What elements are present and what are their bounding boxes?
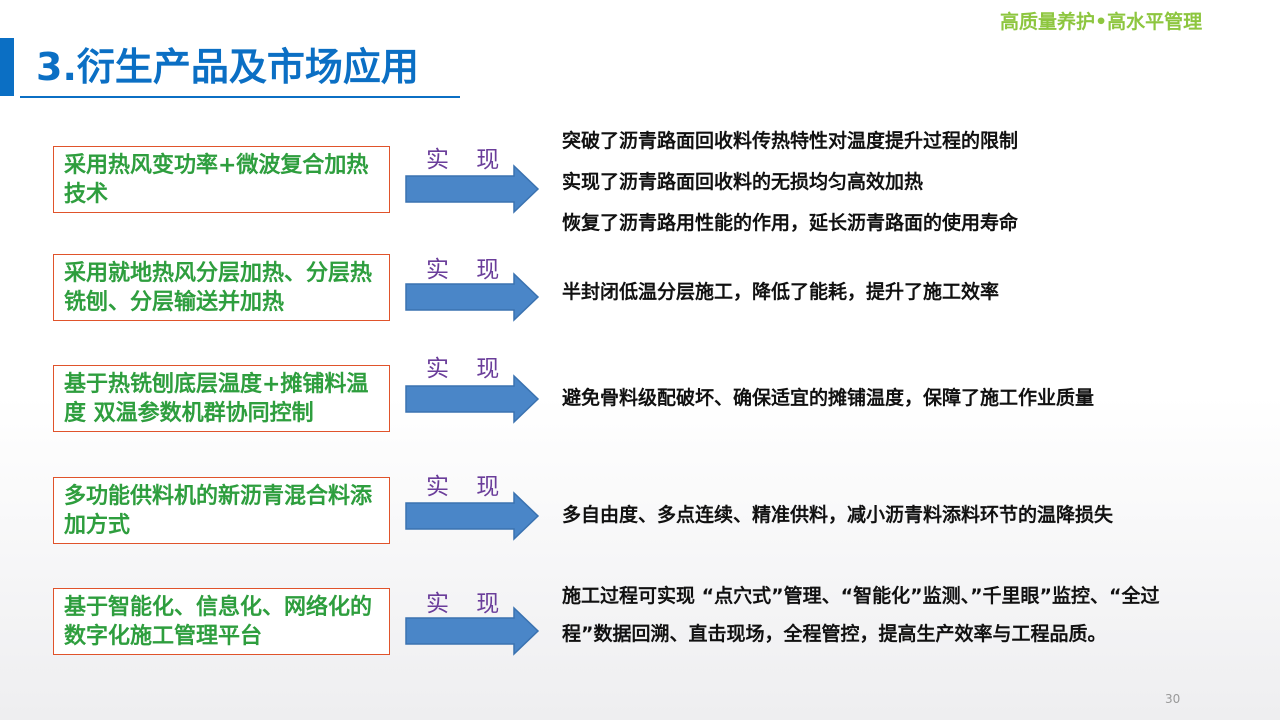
right-arrow-icon [405,491,540,541]
result-list: 多自由度、多点连续、精准供料，减小沥青料添料环节的温降损失 [562,495,1212,536]
page-title: 3.衍生产品及市场应用 [36,45,419,89]
result-list: 施工过程可实现 “点穴式”管理、“智能化”监测、”千里眼”监控、“全过程”数据回… [562,577,1212,653]
right-arrow-icon [405,164,540,214]
technique-box: 采用热风变功率+微波复合加热技术 [53,146,390,213]
technique-text: 采用热风变功率+微波复合加热技术 [64,152,369,207]
connector-label: 实 现 [426,257,510,283]
right-arrow-icon [405,374,540,424]
page-number: 30 [1165,692,1181,706]
connector-label: 实 现 [426,474,510,500]
technique-box: 多功能供料机的新沥青混合料添加方式 [53,477,390,544]
title-underline [20,96,460,98]
technique-text: 基于智能化、信息化、网络化的数字化施工管理平台 [64,594,373,649]
header-slogan: 高质量养护•高水平管理 [1000,11,1203,33]
technique-box: 采用就地热风分层加热、分层热铣刨、分层输送并加热 [53,254,390,321]
title-accent-bar [0,38,14,96]
technique-text: 多功能供料机的新沥青混合料添加方式 [64,483,373,538]
result-item: 多自由度、多点连续、精准供料，减小沥青料添料环节的温降损失 [562,504,1114,526]
result-item: 突破了沥青路面回收料传热特性对温度提升过程的限制 [562,130,1019,152]
result-list: 半封闭低温分层施工，降低了能耗，提升了施工效率 [562,272,1212,313]
connector-label: 实 现 [426,147,510,173]
technique-text: 基于热铣刨底层温度+摊铺料温度 双温参数机群协同控制 [64,371,369,426]
result-item: 施工过程可实现 “点穴式”管理、“智能化”监测、”千里眼”监控、“全过程”数据回… [562,585,1160,645]
right-arrow-icon [405,272,540,322]
right-arrow-icon [405,606,540,656]
result-item: 恢复了沥青路用性能的作用，延长沥青路面的使用寿命 [562,212,1019,234]
technique-text: 采用就地热风分层加热、分层热铣刨、分层输送并加热 [64,260,373,315]
result-list: 突破了沥青路面回收料传热特性对温度提升过程的限制 实现了沥青路面回收料的无损均匀… [562,121,1212,244]
connector-label: 实 现 [426,591,510,617]
technique-box: 基于热铣刨底层温度+摊铺料温度 双温参数机群协同控制 [53,365,390,432]
connector-label: 实 现 [426,356,510,382]
result-item: 半封闭低温分层施工，降低了能耗，提升了施工效率 [562,281,1000,303]
result-item: 避免骨料级配破坏、确保适宜的摊铺温度，保障了施工作业质量 [562,387,1095,409]
technique-box: 基于智能化、信息化、网络化的数字化施工管理平台 [53,588,390,655]
result-item: 实现了沥青路面回收料的无损均匀高效加热 [562,171,924,193]
result-list: 避免骨料级配破坏、确保适宜的摊铺温度，保障了施工作业质量 [562,378,1212,419]
